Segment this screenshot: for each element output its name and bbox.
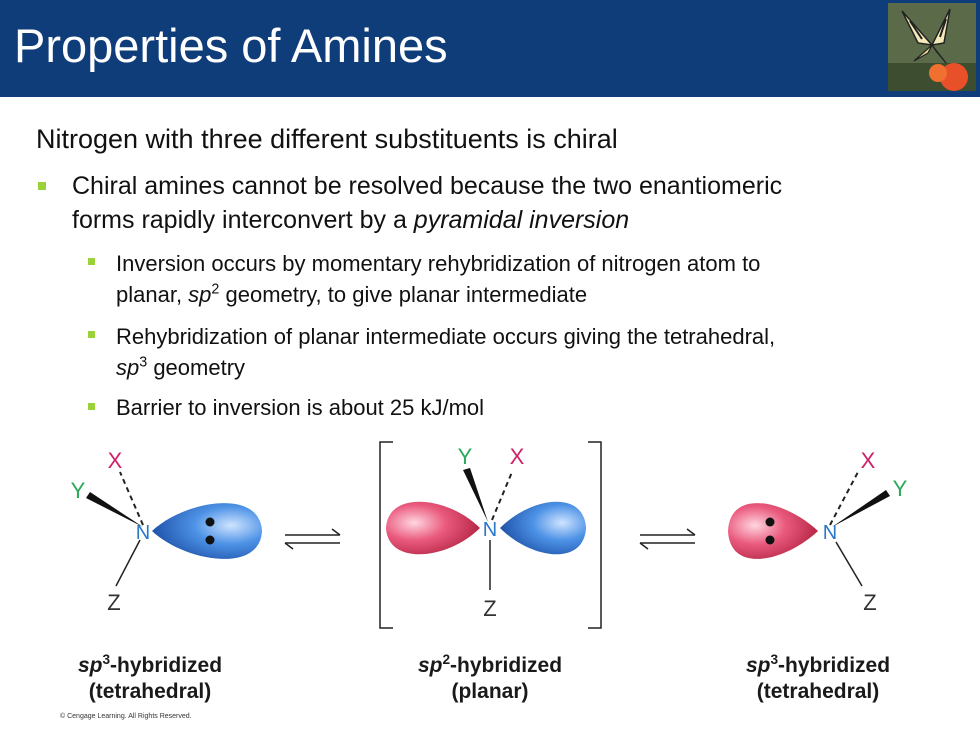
sub-bullet-marker xyxy=(88,258,95,265)
bond-z xyxy=(115,539,141,587)
atom-x-label: X xyxy=(510,444,525,469)
caption-right: sp3-hybridized (tetrahedral) xyxy=(745,652,891,703)
planar-intermediate-structure: N Y X Z xyxy=(386,444,586,621)
sp3-orbital-lobe-left xyxy=(152,503,262,559)
sub-bullet-1-line-2: planar, sp2 geometry, to give planar int… xyxy=(116,281,588,307)
right-bracket xyxy=(588,441,602,629)
bullet-1-line-2: forms rapidly interconvert by a pyramida… xyxy=(72,206,630,234)
sub-bullet-1-line-1: Inversion occurs by momentary rehybridiz… xyxy=(116,251,761,276)
p-orbital-lobe-blue xyxy=(500,501,586,555)
sub-bullet-2-line-1: Rehybridization of planar intermediate o… xyxy=(116,324,776,349)
title-bar: Properties of Amines xyxy=(0,0,980,97)
atom-n-label: N xyxy=(136,522,150,544)
lone-pair-dot xyxy=(205,535,215,545)
atom-z-label: Z xyxy=(483,596,496,621)
sp3-orbital-lobe-right xyxy=(728,503,818,559)
p-orbital-lobe-red xyxy=(386,501,480,555)
equilibrium-arrow-icon xyxy=(284,528,341,550)
sub-bullet-marker xyxy=(88,403,95,410)
atom-x-label: X xyxy=(108,448,123,473)
atom-y-label: Y xyxy=(71,478,86,503)
lone-pair-dot xyxy=(765,517,775,527)
right-tetrahedral-structure: N X Y Z xyxy=(728,448,908,615)
bond-y-wedge xyxy=(86,492,143,527)
atom-x-label: X xyxy=(861,448,876,473)
atom-y-label: Y xyxy=(893,476,908,501)
lone-pair-dot xyxy=(205,517,215,527)
slide-title: Properties of Amines xyxy=(14,19,448,72)
lone-pair-dot xyxy=(765,535,775,545)
bond-y-wedge xyxy=(832,490,890,527)
equilibrium-arrow-icon xyxy=(639,528,696,550)
sub-bullet-3: Barrier to inversion is about 25 kJ/mol xyxy=(116,395,485,420)
atom-z-label: Z xyxy=(107,590,120,615)
atom-n-label: N xyxy=(823,522,837,544)
left-bracket xyxy=(379,441,393,629)
sub-bullet-2-line-2: sp3 geometry xyxy=(116,354,246,380)
atom-y-label: Y xyxy=(458,444,473,469)
sub-bullet-marker xyxy=(88,331,95,338)
atom-n-label: N xyxy=(483,519,497,541)
left-tetrahedral-structure: N X Y Z xyxy=(71,448,262,615)
atom-z-label: Z xyxy=(863,590,876,615)
bond-z xyxy=(835,541,863,587)
copyright-notice: © Cengage Learning. All Rights Reserved. xyxy=(60,713,192,720)
bullet-1-line-1: Chiral amines cannot be resolved because… xyxy=(72,172,783,200)
pyramidal-inversion-diagram: N X Y Z N Y X Z N X xyxy=(71,441,908,629)
bond-y-wedge xyxy=(463,468,488,522)
lead-statement: Nitrogen with three different substituen… xyxy=(36,124,618,154)
bond-x-dashed xyxy=(119,471,144,526)
bond-x-dashed xyxy=(829,471,859,526)
caption-left: sp3-hybridized (tetrahedral) xyxy=(77,652,223,703)
caption-middle: sp2-hybridized (planar) xyxy=(417,652,563,703)
butterfly-logo-icon xyxy=(888,3,976,91)
bullet-marker xyxy=(38,182,46,190)
bond-x-dashed xyxy=(491,471,513,521)
